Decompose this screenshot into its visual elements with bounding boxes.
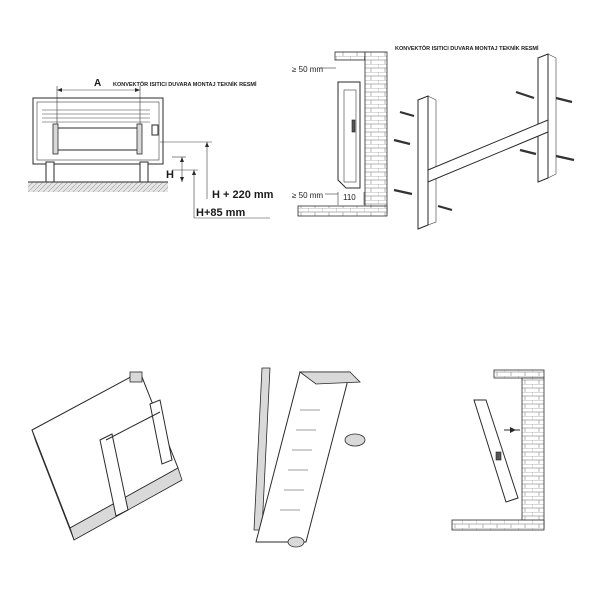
bracket-panel: KONVEKTÖR ISITICI DUVARA MONTAJ TEKNİK R… [393,45,575,230]
dimension-h-label: H [166,169,174,181]
floor [297,205,388,217]
isometric-heater-panel [31,371,183,541]
floor-2 [451,519,545,531]
bracket-title: KONVEKTÖR ISITICI DUVARA MONTAJ TEKNİK R… [395,45,539,52]
arrow-icon [510,427,516,433]
bracket-crossbar [427,119,549,183]
dimension-h85-label: H+85 mm [196,207,245,219]
floor [28,182,168,192]
side-view-panel: ≥ 50 mm ≥ 50 mm 110 [292,51,388,217]
dimension-a-label: A [94,78,101,89]
front-view-panel: A KONVEKTÖR ISITICI DUVARA MONTAJ TEKNİK… [28,78,274,219]
dimension-h220-label: H + 220 mm [212,189,274,201]
leg-right [139,161,149,183]
control-window [151,124,159,136]
heater-fins [280,409,320,511]
brick-wall [364,51,388,215]
clearance-bottom-label: ≥ 50 mm [292,191,323,200]
leg-left [45,161,55,183]
heater-tilted [473,399,519,503]
brick-wall-2 [521,377,545,529]
bracket-right-post [537,53,549,183]
heater-front-angled [255,371,351,543]
front-title: KONVEKTÖR ISITICI DUVARA MONTAJ TEKNİK R… [113,81,257,88]
heater-side [337,81,361,189]
heater-grille [42,109,150,123]
heater-body [32,97,164,165]
screw-icons [393,90,575,212]
wall-mount-panel [451,369,545,531]
depth-label: 110 [343,193,356,202]
hanging-heater-panel [253,367,366,548]
bracket-left-post [417,95,429,230]
clearance-top-label: ≥ 50 mm [292,65,323,74]
